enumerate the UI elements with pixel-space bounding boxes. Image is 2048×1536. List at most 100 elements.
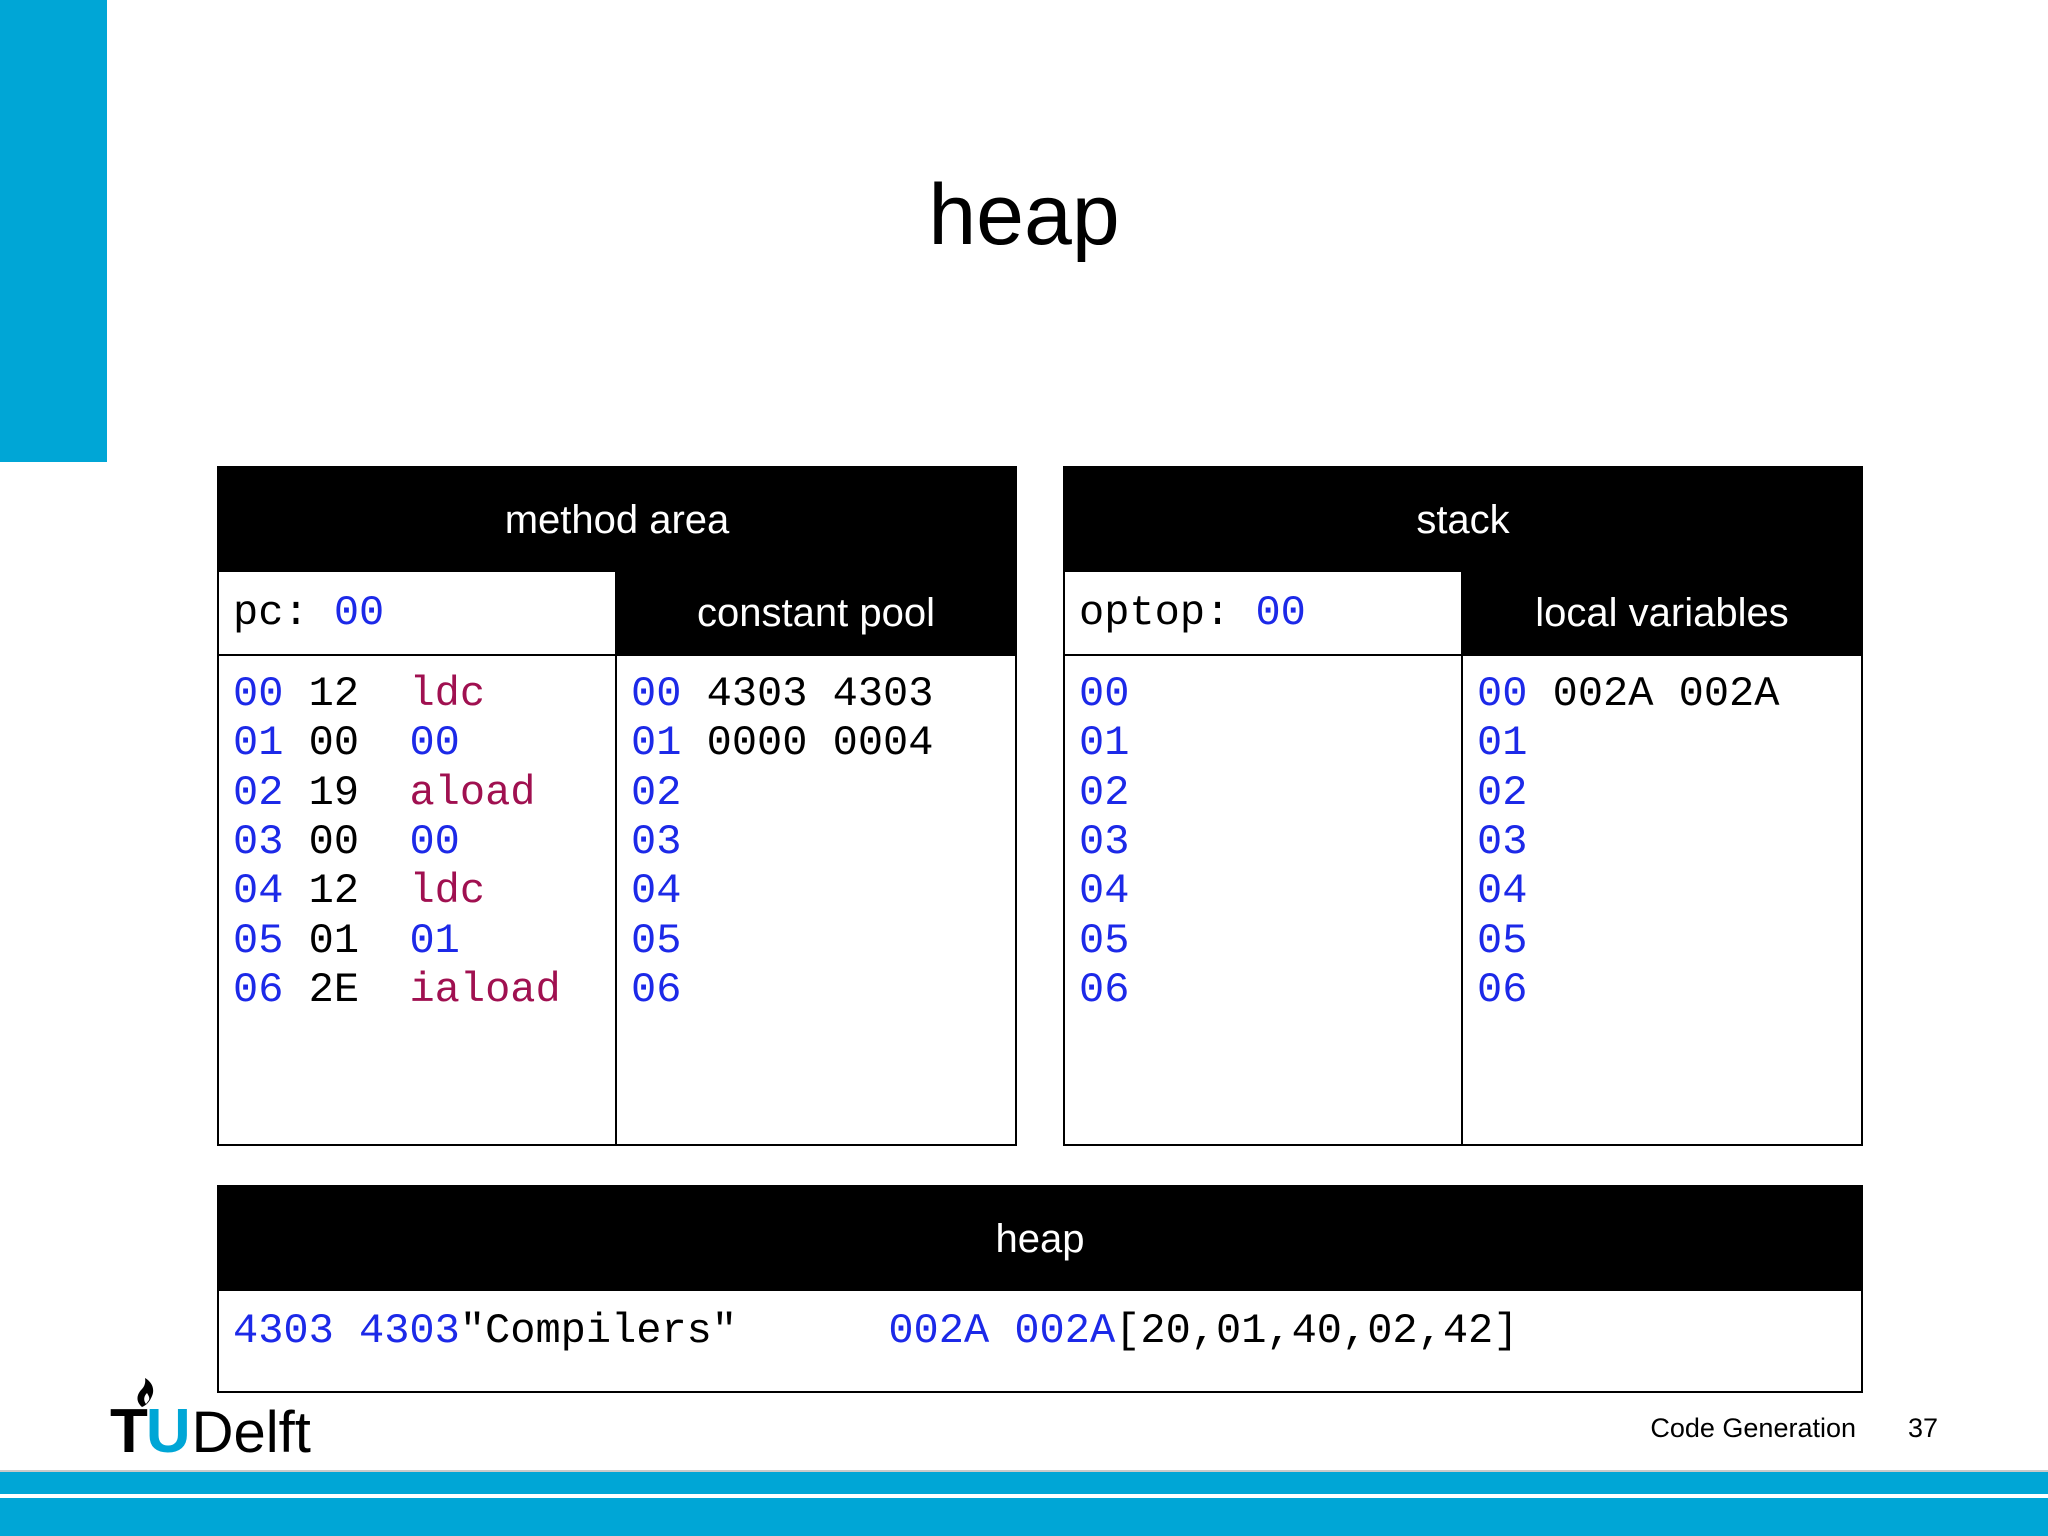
- local-variable-index: 03: [1477, 818, 1528, 867]
- constant-pool-value: 4303 4303: [681, 670, 934, 718]
- method-area-header: method area: [219, 468, 1015, 572]
- method-area-subheader-row: pc: 00 constant pool: [219, 572, 1015, 656]
- stack-row: 01: [1079, 719, 1461, 768]
- bytecode-opcode: 00: [283, 818, 410, 867]
- bytecode-row: 04 12 ldc: [233, 867, 615, 916]
- bytecode-opcode: 12: [283, 670, 410, 718]
- constant-pool-index: 04: [631, 867, 682, 916]
- local-variables-header: local variables: [1463, 572, 1861, 654]
- local-variable-row: 05: [1477, 917, 1861, 966]
- bytecode-mnemonic: 01: [409, 916, 460, 965]
- bytecode-address: 06: [233, 966, 284, 1015]
- pc-label: pc:: [233, 589, 334, 637]
- optop-label: optop:: [1079, 589, 1256, 637]
- stack-index: 01: [1079, 719, 1130, 768]
- constant-pool-index: 05: [631, 916, 682, 965]
- constant-pool-index: 03: [631, 818, 682, 867]
- constant-pool-index: 00: [631, 670, 682, 718]
- stack-row: 04: [1079, 867, 1461, 916]
- heap-entry-address: 002A 002A: [888, 1307, 1116, 1355]
- stack-index: 02: [1079, 768, 1130, 817]
- constant-pool-index: 02: [631, 768, 682, 817]
- local-variable-index: 04: [1477, 867, 1528, 916]
- pc-value: 00: [333, 589, 385, 637]
- local-variable-value: [1527, 719, 1552, 767]
- local-variable-index: 00: [1477, 670, 1528, 718]
- stack-index: 06: [1079, 966, 1130, 1015]
- stack-row: 06: [1079, 966, 1461, 1015]
- bytecode-opcode: 00: [283, 719, 410, 768]
- bytecode-address: 03: [233, 818, 284, 867]
- local-variable-index: 06: [1477, 966, 1528, 1015]
- bytecode-opcode: 19: [283, 768, 410, 817]
- stack-index: 04: [1079, 867, 1130, 916]
- local-variable-value: [1527, 818, 1552, 866]
- heap-entry-value: [20,01,40,02,42]: [1115, 1307, 1519, 1355]
- local-variable-value: [1527, 867, 1552, 915]
- logo-letter-t: T: [110, 1397, 148, 1467]
- bytecode-row: 06 2E iaload: [233, 966, 615, 1015]
- bytecode-mnemonic: iaload: [409, 966, 561, 1015]
- logo-letter-u: U: [145, 1397, 191, 1467]
- stack-value: [1129, 719, 1154, 767]
- bytecode-mnemonic: 00: [409, 818, 460, 867]
- local-variable-row: 03: [1477, 818, 1861, 867]
- bytecode-row: 05 01 01: [233, 917, 615, 966]
- logo-word-delft: Delft: [191, 1400, 311, 1466]
- local-variable-row: 00 002A 002A: [1477, 670, 1861, 719]
- constant-pool-index: 06: [631, 966, 682, 1015]
- top-left-accent-bar: [0, 0, 107, 462]
- bytecode-address: 04: [233, 867, 284, 916]
- stack-row: 03: [1079, 818, 1461, 867]
- method-area-panel: method area pc: 00 constant pool 00 12 l…: [217, 466, 1017, 1146]
- constant-pool-index: 01: [631, 719, 682, 768]
- heap-entry-value: "Compilers": [459, 1307, 738, 1355]
- bytecode-opcode: 12: [283, 867, 410, 916]
- stack-value: [1129, 867, 1154, 915]
- flame-icon: [137, 1378, 154, 1407]
- constant-pool-row: 00 4303 4303: [631, 670, 1015, 719]
- local-variable-index: 02: [1477, 768, 1528, 817]
- footer-subject: Code Generation: [1650, 1413, 1856, 1443]
- heap-entries-row: 4303 4303"Compilers" 002A 002A[20,01,40,…: [219, 1291, 1861, 1373]
- stack-header: stack: [1065, 468, 1861, 572]
- stack-panel: stack optop: 00 local variables 00 01 02…: [1063, 466, 1863, 1146]
- bytecode-row: 02 19 aload: [233, 769, 615, 818]
- heap-entry-address: 4303 4303: [233, 1307, 460, 1355]
- constant-pool-header: constant pool: [617, 572, 1015, 654]
- local-variable-row: 06: [1477, 966, 1861, 1015]
- local-variable-row: 02: [1477, 769, 1861, 818]
- bytecode-address: 02: [233, 768, 284, 817]
- local-variable-value: [1527, 917, 1552, 965]
- local-variable-row: 01: [1477, 719, 1861, 768]
- tu-delft-logo: T U Delft: [110, 1378, 311, 1467]
- stack-value: [1129, 917, 1154, 965]
- stack-value: [1129, 670, 1154, 718]
- bytecode-row: 03 00 00: [233, 818, 615, 867]
- heap-entry-gap: [737, 1307, 888, 1355]
- stack-row: 05: [1079, 917, 1461, 966]
- constant-pool-value: [681, 966, 706, 1014]
- bytecode-address: 01: [233, 719, 284, 768]
- local-variable-value: [1527, 966, 1552, 1014]
- pc-register-cell: pc: 00: [219, 572, 617, 654]
- stack-index: 05: [1079, 916, 1130, 965]
- bytecode-mnemonic: ldc: [409, 867, 486, 916]
- constant-pool-row: 03: [631, 818, 1015, 867]
- constant-pool-row: 01 0000 0004: [631, 719, 1015, 768]
- stack-index: 03: [1079, 818, 1130, 867]
- constant-pool-value: [681, 867, 706, 915]
- bytecode-address: 00: [233, 670, 284, 718]
- local-variable-row: 04: [1477, 867, 1861, 916]
- footer-accent-gap: [0, 1494, 2048, 1498]
- bytecode-opcode: 2E: [283, 966, 410, 1015]
- optop-value: 00: [1255, 589, 1306, 637]
- heap-entry: 4303 4303"Compilers": [233, 1307, 737, 1355]
- constant-pool-value: [681, 769, 706, 817]
- local-variable-value: 002A 002A: [1527, 670, 1780, 718]
- constant-pool-value: [681, 818, 706, 866]
- local-variable-value: [1527, 769, 1552, 817]
- constant-pool-row: 06: [631, 966, 1015, 1015]
